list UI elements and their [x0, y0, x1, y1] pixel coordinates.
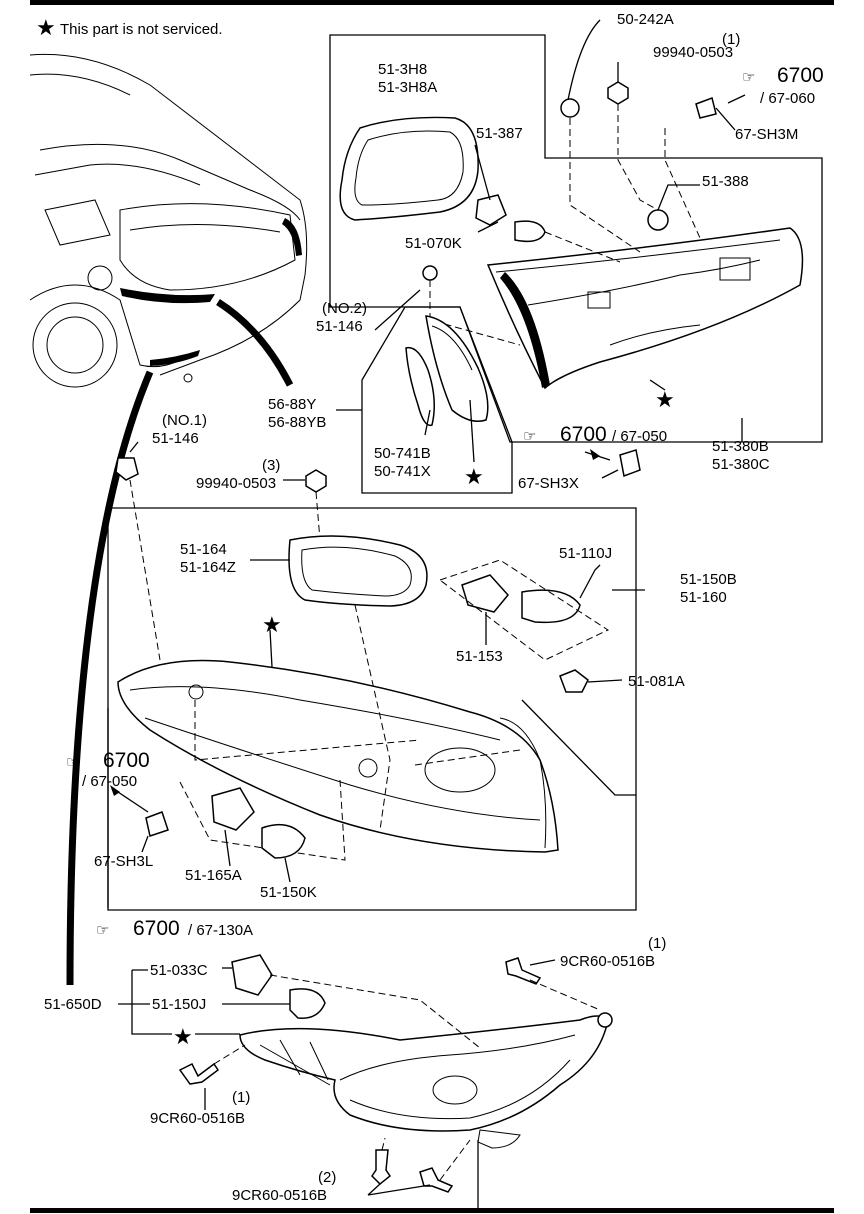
- label-9CR60-0516B-a: 9CR60-0516B: [560, 953, 655, 970]
- label-6700-a: 6700: [777, 64, 824, 87]
- label-67-050-b: / 67-050: [82, 773, 137, 790]
- label-51-070K: 51-070K: [405, 235, 462, 252]
- workshop-manual-icon-a: ☞: [742, 69, 755, 86]
- clip-51-146-no1: [115, 457, 139, 481]
- label-6700-d: 6700: [133, 917, 180, 940]
- label-51-150K: 51-150K: [260, 884, 317, 901]
- inner-lamp-panel: [329, 34, 823, 443]
- rear-combination-lamp: [239, 1012, 613, 1149]
- label-51-164Z: 51-164Z: [180, 559, 236, 576]
- label-51-388: 51-388: [702, 173, 749, 190]
- label-67-130A: / 67-130A: [188, 922, 253, 939]
- label-51-081A: 51-081A: [628, 673, 685, 690]
- pointer-sweep-left: [66, 370, 154, 986]
- workshop-manual-icon-c: ☞: [66, 754, 79, 771]
- label-51-110J: 51-110J: [559, 545, 612, 562]
- nut-50-242A: [560, 98, 580, 118]
- grommet-51-388: [647, 209, 669, 231]
- workshop-manual-icon-b: ☞: [523, 428, 536, 445]
- socket-51-387: [475, 194, 507, 226]
- legend-note: This part is not serviced.: [60, 21, 223, 38]
- label-99940-0503-a: 99940-0503: [653, 44, 733, 61]
- label-51-650D: 51-650D: [44, 996, 102, 1013]
- label-6700-b: 6700: [560, 423, 607, 446]
- lens-50-741: [425, 315, 489, 422]
- garnish-panel: [361, 306, 513, 494]
- socket-51-165A: [211, 787, 255, 831]
- workshop-manual-icon-d: ☞: [96, 922, 109, 939]
- vehicle-illustration: [29, 53, 308, 388]
- not-serviced-star-main-lamp: ★: [262, 612, 282, 637]
- label-6700-c: 6700: [103, 749, 150, 772]
- gasket-51-3H8: [339, 116, 479, 221]
- nut-99940-0503-b: [305, 469, 327, 493]
- label-67-SH3M: 67-SH3M: [735, 126, 798, 143]
- clip-51-146-no2: [422, 265, 438, 281]
- label-51-153: 51-153: [456, 648, 503, 665]
- label-50-741B: 50-741B: [374, 445, 431, 462]
- label-no1: (NO.1): [162, 412, 207, 429]
- inner-tail-lamp: [486, 227, 804, 390]
- label-56-88YB: 56-88YB: [268, 414, 326, 431]
- bulb-67-SH3M: [695, 97, 717, 119]
- label-qty-99940-0503-a: (1): [722, 31, 740, 48]
- screw-9CR60-0516B-d: [419, 1167, 454, 1193]
- label-51-146-no2: 51-146: [316, 318, 363, 335]
- label-51-3H8A: 51-3H8A: [378, 79, 437, 96]
- label-56-88Y: 56-88Y: [268, 396, 316, 413]
- clip-51-081A: [559, 669, 589, 693]
- screw-9CR60-0516B-c: [371, 1149, 392, 1186]
- bulb-51-110J: [521, 589, 581, 624]
- reflector-50-741B: [405, 346, 435, 427]
- bulb-51-150J: [289, 988, 326, 1019]
- label-67-060: / 67-060: [760, 90, 815, 107]
- label-qty-9CR60-0516B-b: (1): [232, 1089, 250, 1106]
- label-50-242A: 50-242A: [617, 11, 674, 28]
- screw-9CR60-0516B-a: [505, 957, 542, 985]
- label-51-380B: 51-380B: [712, 438, 769, 455]
- label-51-150J: 51-150J: [152, 996, 206, 1013]
- main-tail-lamp: [117, 659, 559, 853]
- top-border: [30, 0, 834, 5]
- label-67-SH3L: 67-SH3L: [94, 853, 153, 870]
- not-serviced-star-garnish: ★: [464, 464, 484, 489]
- bulb-51-070K: [514, 220, 546, 243]
- gasket-51-164: [288, 535, 428, 607]
- socket-51-033C: [231, 954, 273, 996]
- label-51-150B: 51-150B: [680, 571, 737, 588]
- label-51-146-no1: 51-146: [152, 430, 199, 447]
- label-qty-9CR60-0516B-c: (2): [318, 1169, 336, 1186]
- label-no2: (NO.2): [322, 300, 367, 317]
- not-serviced-star-combination-lamp: ★: [173, 1024, 193, 1049]
- nut-99940-0503-a: [607, 81, 629, 105]
- label-9CR60-0516B-c: 9CR60-0516B: [232, 1187, 327, 1204]
- label-50-741X: 50-741X: [374, 463, 431, 480]
- not-serviced-star-inner-lamp: ★: [655, 387, 675, 412]
- bulb-51-150K: [261, 823, 306, 859]
- bulb-67-SH3L: [145, 811, 169, 837]
- label-51-164: 51-164: [180, 541, 227, 558]
- main-lamp-panel: [107, 507, 637, 911]
- label-qty-99940-0503-b: (3): [262, 457, 280, 474]
- legend-star-icon: ★: [36, 15, 56, 40]
- label-99940-0503-b: 99940-0503: [196, 475, 276, 492]
- label-51-033C: 51-033C: [150, 962, 208, 979]
- bulb-67-SH3X: [619, 449, 641, 478]
- label-51-387: 51-387: [476, 125, 523, 142]
- pointer-sweep-rear: [216, 299, 294, 387]
- label-51-160: 51-160: [680, 589, 727, 606]
- label-51-165A: 51-165A: [185, 867, 242, 884]
- label-9CR60-0516B-b: 9CR60-0516B: [150, 1110, 245, 1127]
- bottom-border: [30, 1208, 834, 1213]
- socket-51-153: [461, 574, 509, 613]
- label-67-050-a: / 67-050: [612, 428, 667, 445]
- label-67-SH3X: 67-SH3X: [518, 475, 579, 492]
- screw-9CR60-0516B-b: [178, 1062, 220, 1085]
- label-qty-9CR60-0516B-a: (1): [648, 935, 666, 952]
- label-51-3H8: 51-3H8: [378, 61, 427, 78]
- label-51-380C: 51-380C: [712, 456, 770, 473]
